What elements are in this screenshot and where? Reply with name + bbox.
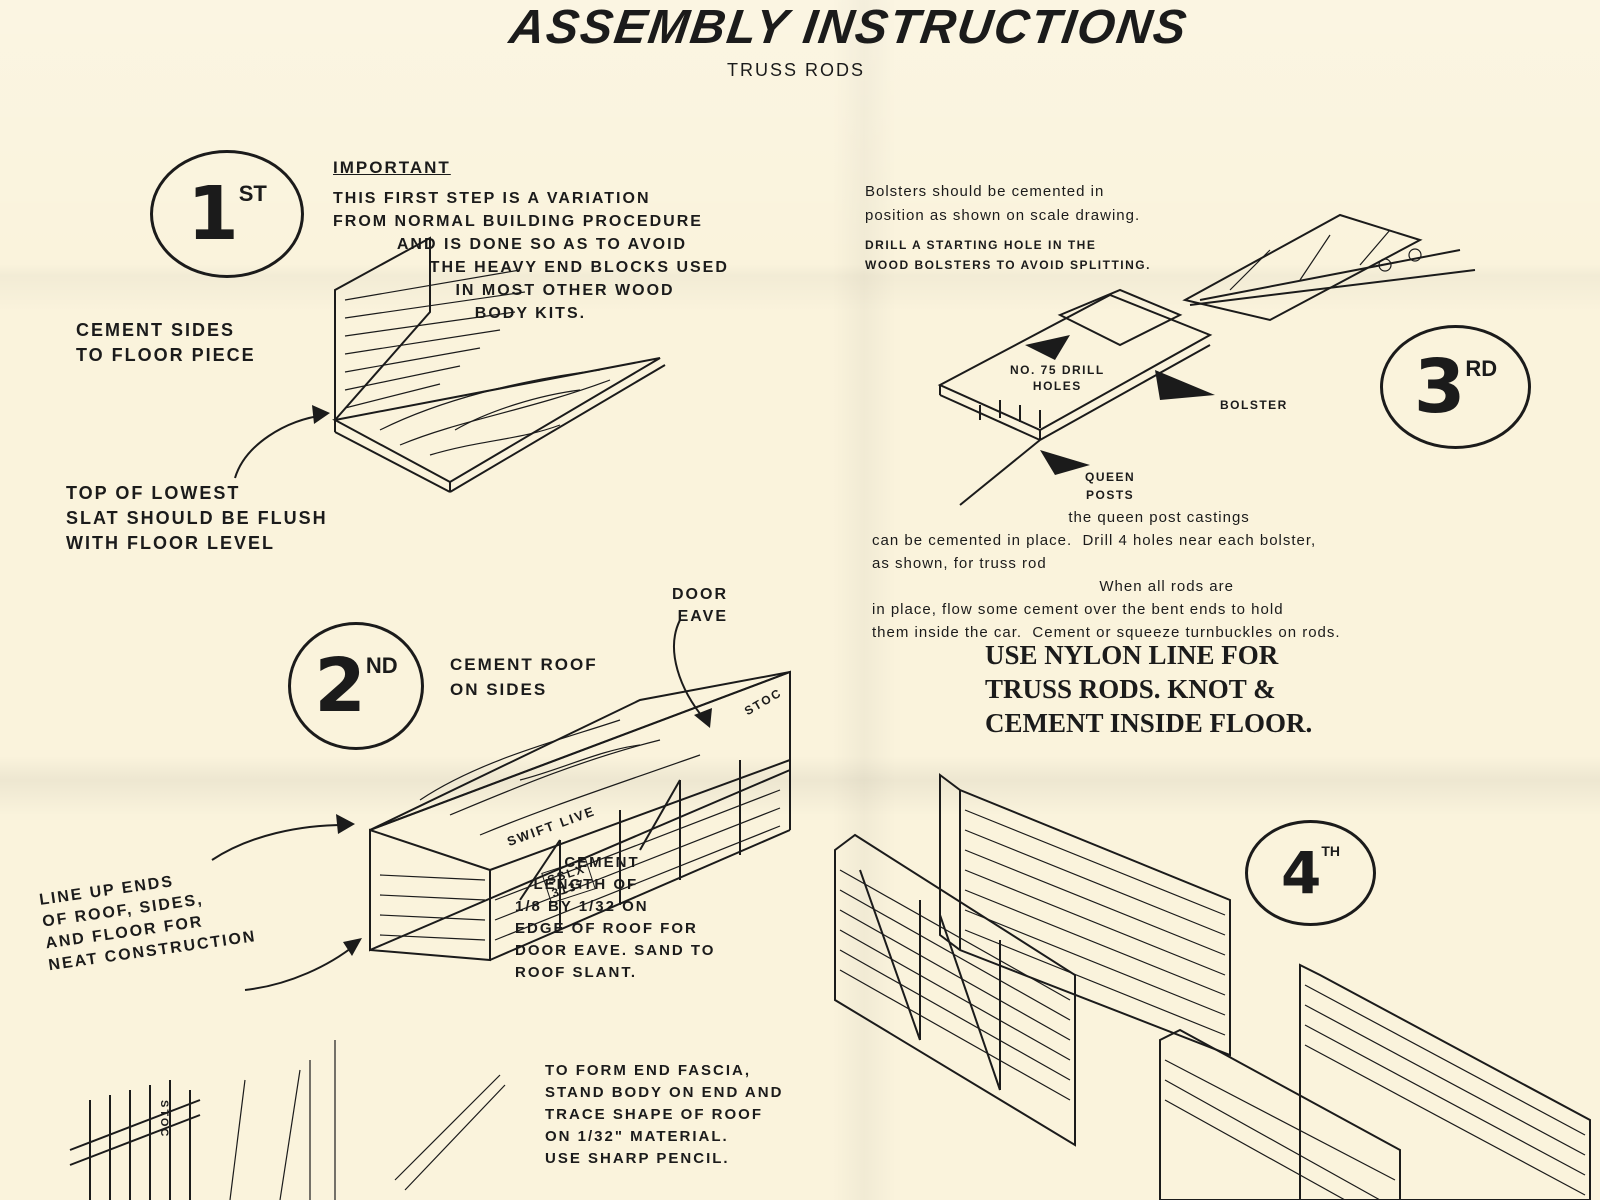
step1-side-and-floor-drawing bbox=[332, 236, 666, 493]
step2-suffix: ND bbox=[365, 653, 398, 678]
step3-bolster-drawing bbox=[937, 213, 1476, 506]
step2-number: 2 bbox=[314, 643, 366, 729]
step3-drill-text: DRILL A STARTING HOLE IN THE WOOD BOLSTE… bbox=[865, 238, 1151, 272]
step3-drill-holes-label: NO. 75 DRILL HOLES bbox=[1010, 363, 1105, 393]
step5-fascia-text: TO FORM END FASCIA, STAND BODY ON END AN… bbox=[545, 1062, 784, 1167]
step1-important-label: IMPORTANT bbox=[333, 158, 451, 177]
step4-side-panels-drawing bbox=[834, 773, 1591, 1200]
document-title: ASSEMBLY INSTRUCTIONS bbox=[506, 1, 1192, 54]
step1-important-text: THIS FIRST STEP IS A VARIATION FROM NORM… bbox=[333, 190, 729, 322]
step1-arrow bbox=[234, 414, 326, 479]
step2-cement-length-label: CEMENT LENGTH OF 1/8 BY 1/32 ON EDGE OF … bbox=[515, 854, 716, 981]
step5-post-lettering: STOC bbox=[158, 1100, 170, 1139]
step3-suffix: RD bbox=[1465, 356, 1498, 381]
document-subtitle: TRUSS RODS bbox=[727, 60, 866, 80]
step3-queen-posts-label: QUEEN POSTS bbox=[1085, 470, 1136, 502]
step2-roof-label: CEMENT ROOF ON SIDES bbox=[450, 655, 598, 699]
step1-flush-label: TOP OF LOWEST SLAT SHOULD BE FLUSH WITH … bbox=[66, 483, 328, 553]
step3-bolsters-text: Bolsters should be cemented in position … bbox=[865, 183, 1141, 224]
step5-end-fascia-drawing bbox=[69, 1040, 506, 1200]
step2-car-body-drawing bbox=[369, 670, 791, 962]
step2-door-eave-label: DOOR EAVE bbox=[672, 586, 728, 625]
step4-number: 4 bbox=[1280, 839, 1322, 907]
step4-badge: 4 TH bbox=[1245, 820, 1376, 926]
step3-body-text: the queen post castings can be cemented … bbox=[872, 509, 1341, 641]
step3-number: 3 bbox=[1413, 344, 1466, 430]
step1-suffix: ST bbox=[238, 181, 267, 206]
step2-badge: 2 ND bbox=[288, 622, 424, 750]
step1-number: 1 bbox=[187, 171, 239, 257]
step1-cement-sides-label: CEMENT SIDES TO FLOOR PIECE bbox=[76, 320, 256, 365]
step4-suffix: TH bbox=[1321, 843, 1341, 859]
step3-nylon-text: USE NYLON LINE FOR TRUSS RODS. KNOT & CE… bbox=[985, 640, 1313, 738]
step1-badge: 1 ST bbox=[150, 150, 304, 278]
step3-bolster-label: BOLSTER bbox=[1220, 398, 1288, 412]
step3-badge: 3 RD bbox=[1380, 325, 1531, 449]
